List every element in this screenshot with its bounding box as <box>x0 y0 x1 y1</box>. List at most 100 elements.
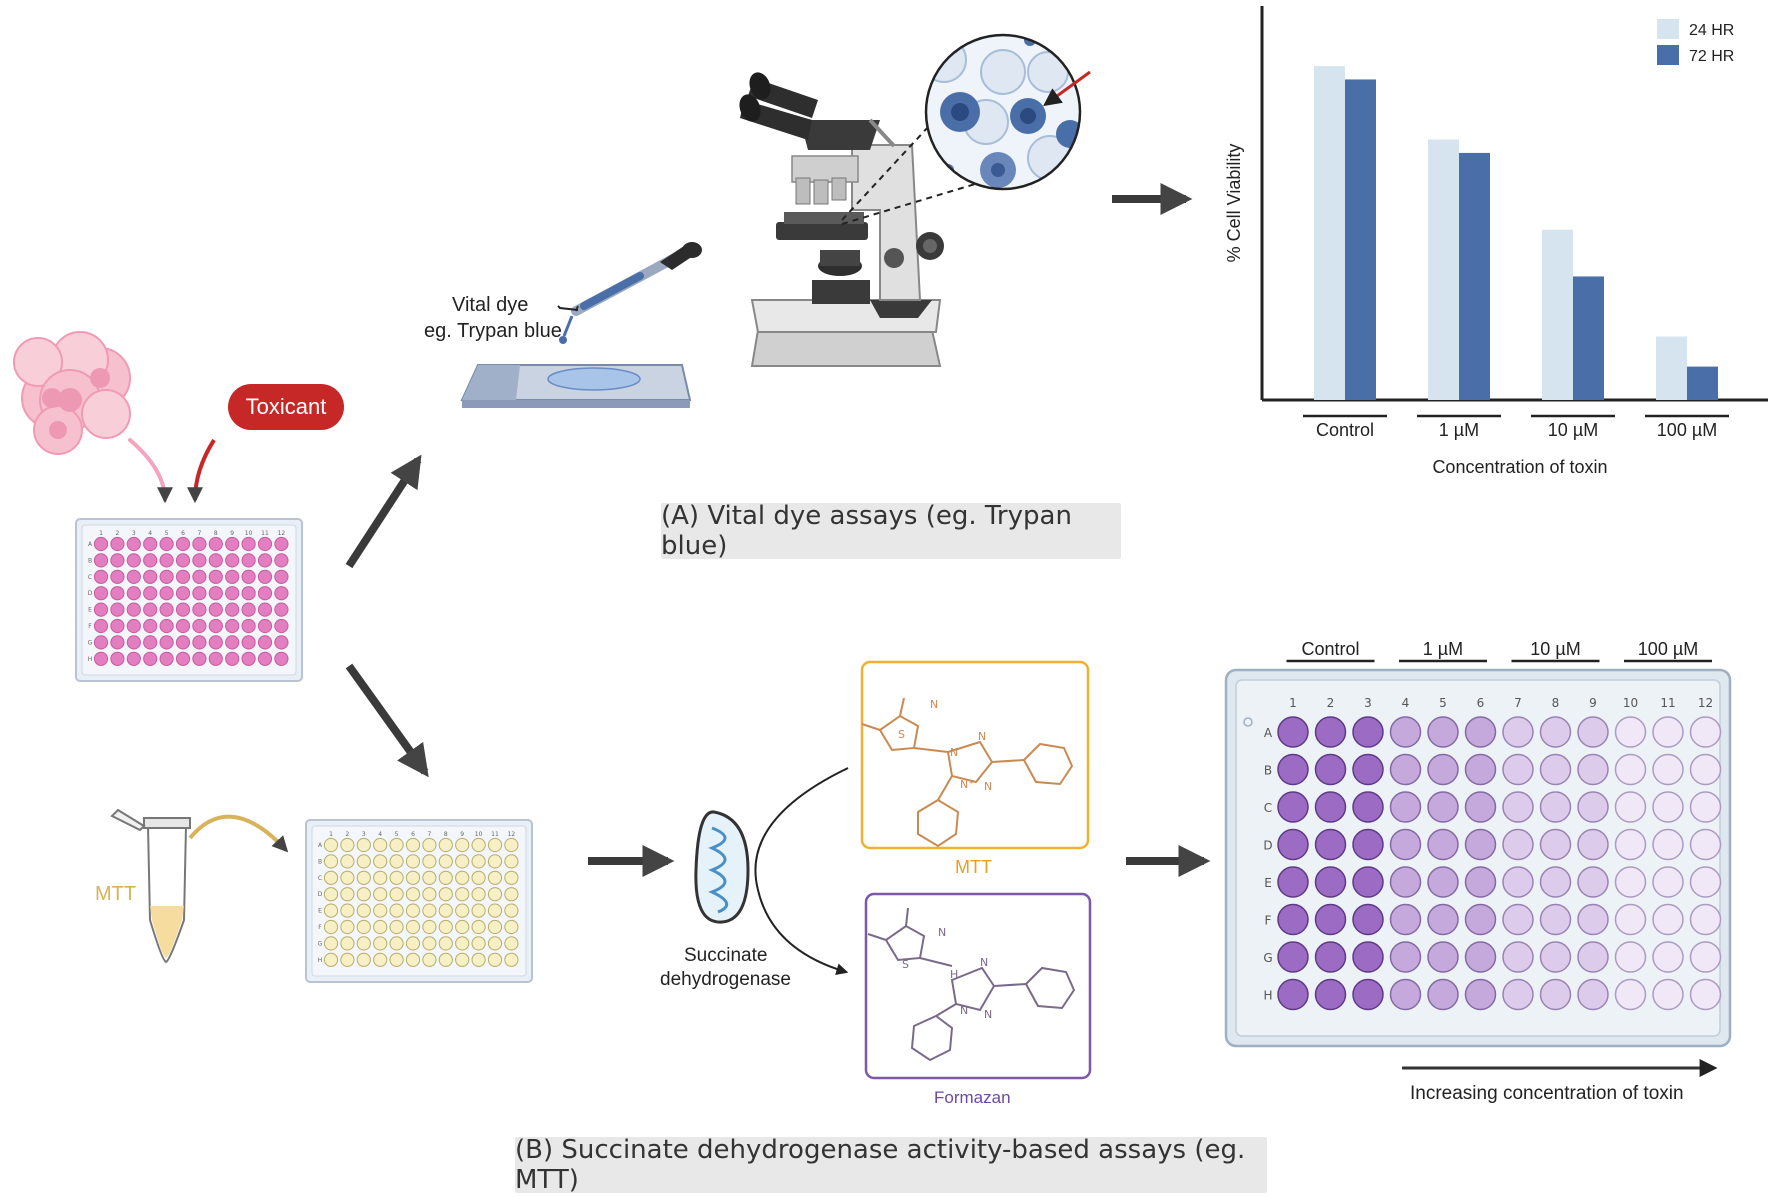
section-b-caption: (B) Succinate dehydrogenase activity-bas… <box>515 1135 1267 1195</box>
arrow-to-mtt <box>345 663 429 778</box>
small-plate-row-label: D <box>318 891 323 898</box>
result-plate-well <box>1652 941 1684 973</box>
small-plate-well <box>126 553 141 568</box>
small-plate-well <box>225 553 240 568</box>
result-plate-well <box>1614 941 1647 973</box>
small-plate-well <box>225 651 240 666</box>
small-plate-well <box>93 651 109 666</box>
small-plate-well <box>323 952 339 967</box>
result-plate-well <box>1614 753 1647 786</box>
small-plate-well <box>471 854 486 869</box>
small-plate-well <box>93 569 109 584</box>
result-plate-well <box>1277 791 1309 823</box>
result-plate-well <box>1652 903 1684 936</box>
small-plate-row-label: E <box>88 607 92 614</box>
svg-text:N: N <box>960 1004 968 1017</box>
small-plate-well <box>405 887 421 902</box>
small-plate-well <box>504 870 519 885</box>
svg-text:N: N <box>950 746 958 759</box>
result-plate-row-label: E <box>1264 876 1272 890</box>
small-plate-row-label: C <box>88 574 92 581</box>
small-plate-well <box>110 635 125 650</box>
small-plate-well <box>241 569 256 584</box>
small-plate-well <box>356 903 371 918</box>
result-plate-well <box>1652 791 1684 823</box>
zoom-line-bottom <box>841 175 1003 225</box>
small-plate-col-label: 8 <box>444 831 448 838</box>
result-plate-well <box>1352 941 1384 973</box>
result-plate-well <box>1277 828 1309 861</box>
magnified-cells-view <box>924 33 1091 191</box>
small-plate-well <box>422 854 437 869</box>
small-plate-col-label: 8 <box>214 530 218 537</box>
small-plate-well <box>323 919 339 935</box>
small-plate-well <box>241 536 256 552</box>
small-plate-well <box>504 887 519 902</box>
result-plate-well <box>1389 941 1422 973</box>
result-plate-well <box>1577 941 1609 973</box>
result-plate-well <box>1614 978 1647 1011</box>
small-plate-well <box>93 602 109 617</box>
result-plate-well <box>1314 828 1347 861</box>
toxicant-arrow <box>187 438 216 504</box>
result-plate-well <box>1464 978 1497 1011</box>
section-b-caption-text: (B) Succinate dehydrogenase activity-bas… <box>515 1135 1246 1195</box>
small-plate-well <box>323 870 339 885</box>
small-plate-row-label: B <box>318 858 322 865</box>
toxicant-label: Toxicant <box>228 384 344 430</box>
small-plate-col-label: 6 <box>181 530 185 537</box>
small-plate-col-label: 9 <box>230 530 234 537</box>
small-plate-well <box>208 536 223 552</box>
small-plate-well <box>93 635 109 650</box>
result-plate-col-label: 10 <box>1623 696 1638 710</box>
small-plate-well <box>257 602 273 617</box>
small-plate-row-label: G <box>88 639 93 646</box>
result-plate-well <box>1314 903 1347 936</box>
small-plate-col-label: 12 <box>508 831 516 838</box>
small-plate-well <box>323 887 339 902</box>
small-plate-well <box>225 586 240 601</box>
result-plate-well <box>1652 753 1684 786</box>
small-plate-well <box>175 553 191 568</box>
result-plate-well <box>1427 866 1459 898</box>
section-a-caption-text: (A) Vital dye assays (eg. Trypan blue) <box>661 501 1072 561</box>
small-plate-well <box>110 586 125 601</box>
small-plate-well <box>487 887 503 902</box>
small-plate-well <box>126 602 141 617</box>
small-plate-well <box>257 651 273 666</box>
small-plate-well <box>340 870 355 885</box>
small-plate-well <box>323 936 339 951</box>
result-plate-well <box>1277 716 1309 748</box>
result-plate-row-label: C <box>1264 801 1272 815</box>
small-plate-row-label: A <box>88 541 93 548</box>
small-plate-well <box>438 837 453 853</box>
result-plate-well <box>1689 978 1722 1011</box>
small-plate-well <box>225 618 240 634</box>
chart-bar <box>1687 366 1718 400</box>
vital-dye-label-line1: Vital dye <box>452 294 529 316</box>
result-plate-row-label: F <box>1265 914 1272 928</box>
result-plate-well <box>1614 903 1647 936</box>
section-a-caption: (A) Vital dye assays (eg. Trypan blue) <box>661 501 1121 561</box>
small-plate-well <box>159 635 174 650</box>
small-plate-well <box>422 952 437 967</box>
small-plate-well <box>192 602 207 617</box>
result-plate-well <box>1277 866 1309 898</box>
small-plate-well <box>373 936 388 951</box>
mtt-structure-box: S N N N N⁺ N <box>860 660 1090 850</box>
small-plate-well <box>93 536 109 552</box>
chart-y-label: % Cell Viability <box>1224 144 1244 263</box>
microscope <box>739 72 944 367</box>
small-plate-well <box>159 553 174 568</box>
result-plate-well <box>1352 866 1384 898</box>
small-plate-well <box>175 536 191 552</box>
small-plate-well <box>471 870 486 885</box>
svg-text:N: N <box>930 698 938 711</box>
small-plate-well <box>93 553 109 568</box>
small-plate-col-label: 10 <box>475 831 483 838</box>
small-plate-well <box>373 903 388 918</box>
small-plate-well <box>143 586 158 601</box>
